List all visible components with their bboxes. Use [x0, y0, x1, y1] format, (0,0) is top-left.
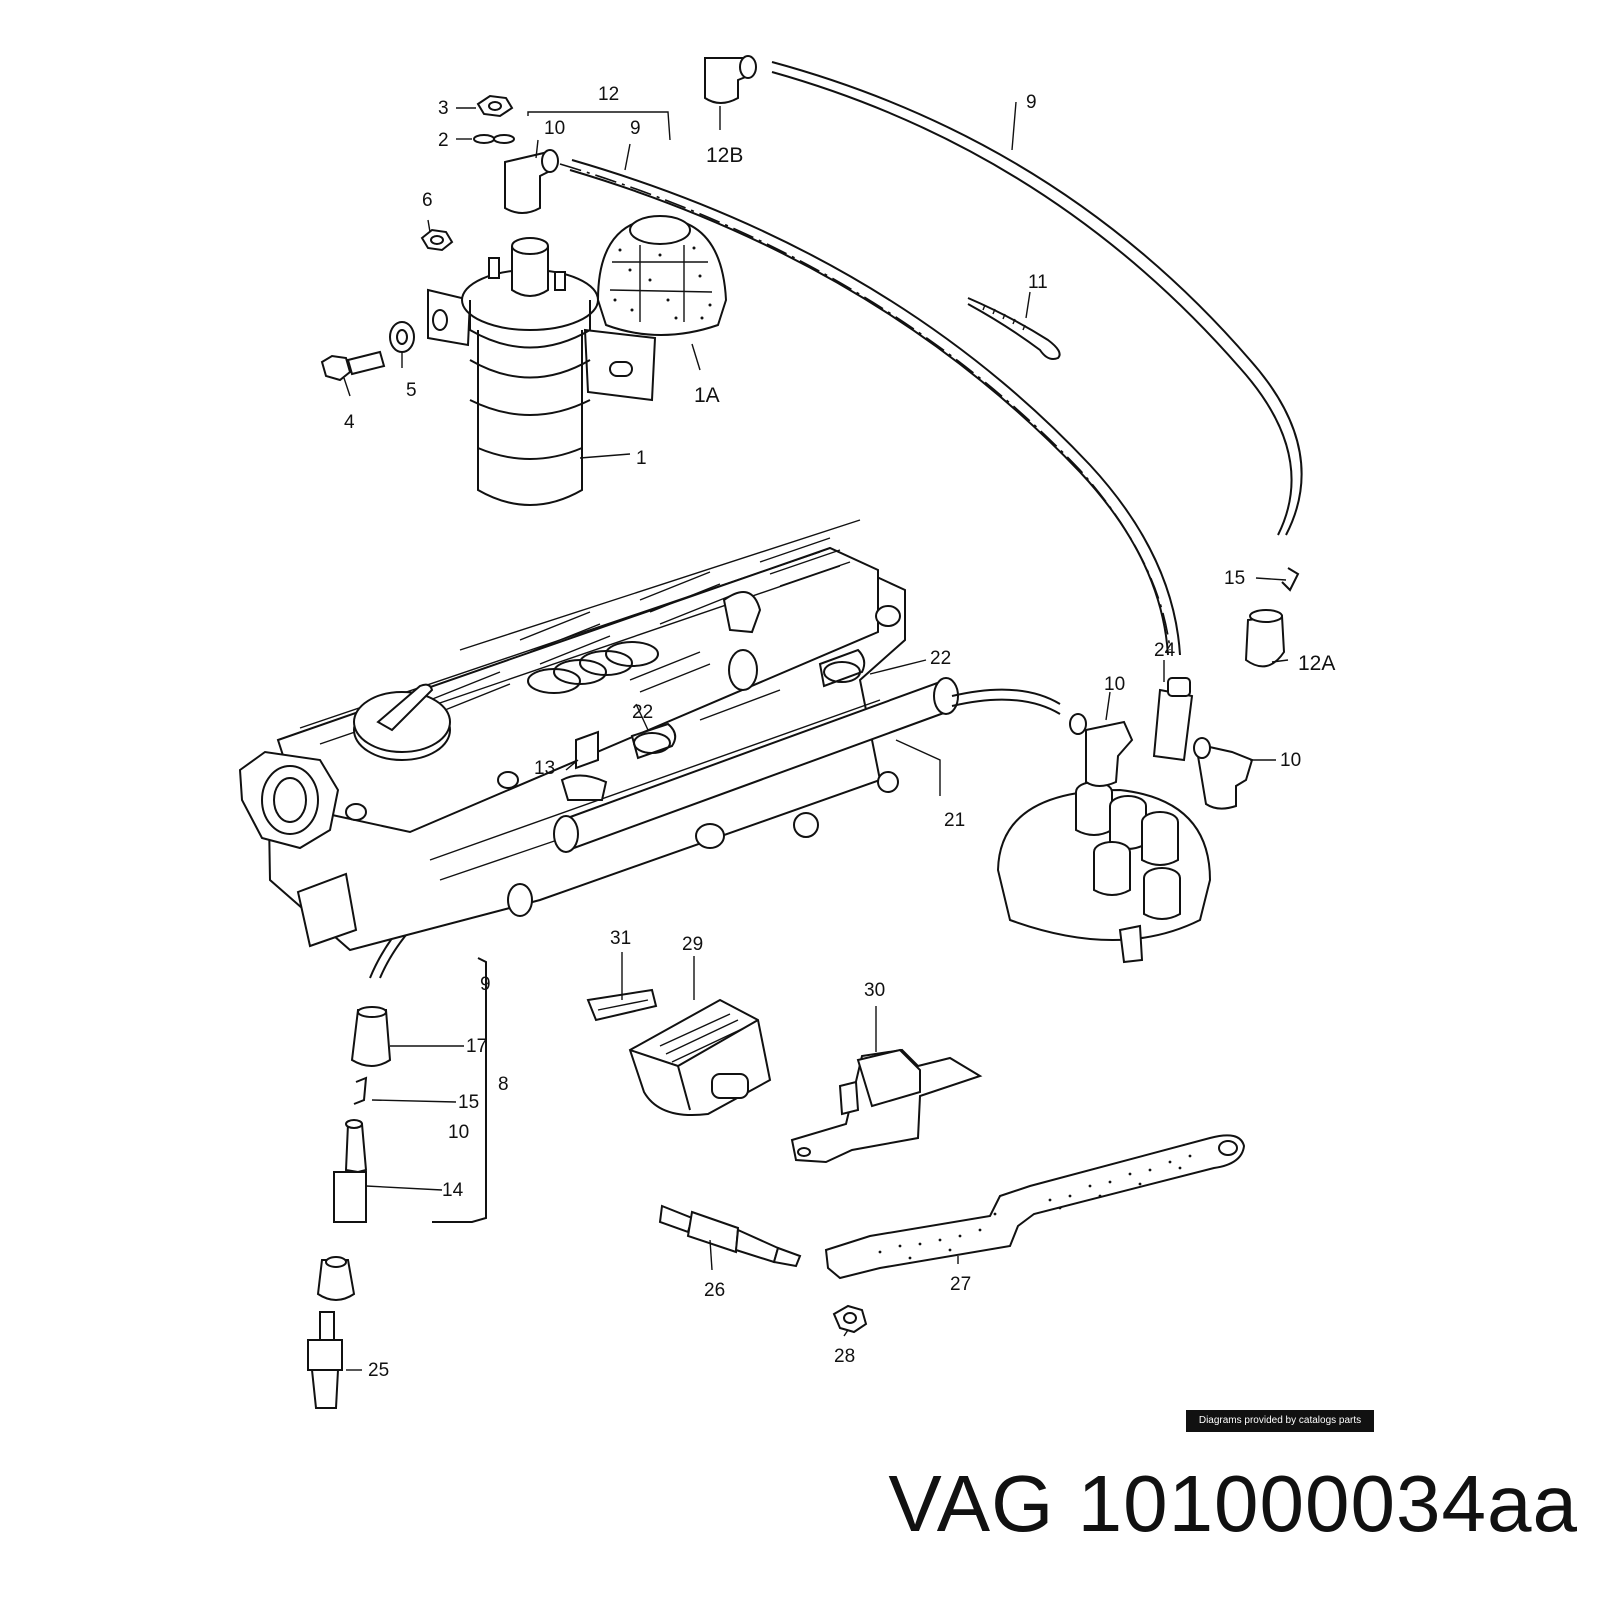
cable-holder-22-upper: [818, 648, 866, 688]
callout-10-low: 10: [448, 1122, 469, 1143]
distributor-cap: [996, 781, 1212, 964]
plug-connector-10-right: [1193, 737, 1254, 810]
cable-holder-22-lower: [630, 722, 677, 760]
callout-30: 30: [864, 980, 885, 1001]
cable-holder-13: [560, 730, 608, 801]
callout-8: 8: [498, 1074, 509, 1095]
spark-plug-25: [307, 1311, 343, 1409]
hex-nut-3: [476, 94, 514, 118]
callout-1: 1: [636, 448, 647, 469]
callouts: 1 1A 2 3 4 5 6 8 9 9 9 10 10 10 10 11 12…: [344, 84, 1335, 1381]
callout-25: 25: [368, 1360, 389, 1381]
callout-3: 3: [438, 98, 449, 119]
callout-9-low: 9: [480, 974, 491, 995]
callout-31: 31: [610, 928, 631, 949]
connector-24: [1152, 677, 1194, 762]
clip-15-low: [353, 1076, 368, 1105]
relay-30: [790, 1048, 983, 1164]
coil-cover: [596, 215, 728, 336]
callout-12: 12: [598, 84, 619, 105]
plug-connector-14: [333, 1119, 368, 1223]
callout-14: 14: [442, 1180, 464, 1201]
bolt-4: [320, 350, 386, 382]
spark-plug-cap: [316, 1256, 356, 1301]
callout-10-right: 10: [1280, 750, 1301, 771]
callout-24: 24: [1154, 640, 1176, 661]
diagram-credit-badge: Diagrams provided by catalogs parts: [1186, 1410, 1374, 1432]
camshaft-bearing: [238, 750, 340, 850]
callout-9-top: 9: [1026, 92, 1037, 113]
plug-connector-10-top: [504, 149, 559, 214]
washer-2: [473, 134, 515, 144]
callout-10-top: 10: [544, 118, 565, 139]
callout-9-mid: 9: [630, 118, 641, 139]
hex-nut-28: [832, 1304, 868, 1334]
four-rings-logo: [527, 641, 659, 694]
glow-plug-26: [658, 1204, 802, 1268]
callout-5: 5: [406, 380, 417, 401]
callout-11: 11: [1028, 272, 1048, 293]
callout-17: 17: [466, 1036, 487, 1057]
cable-rail-21: [553, 677, 1061, 853]
callout-10-mid: 10: [1104, 674, 1125, 695]
callout-6: 6: [422, 190, 433, 211]
washer-5: [389, 321, 415, 353]
callout-12A: 12A: [1298, 652, 1335, 675]
plug-connector-10-mid: [1069, 713, 1134, 787]
callout-1A: 1A: [694, 384, 720, 407]
callout-22-a: 22: [930, 648, 951, 669]
cable-tie-11: [967, 297, 1061, 360]
callout-29: 29: [682, 934, 703, 955]
callout-4: 4: [344, 412, 355, 433]
ignition-coil: [427, 237, 657, 506]
ignition-cable-9-long: [771, 61, 1303, 536]
callout-15-right: 15: [1224, 568, 1245, 589]
callout-15-low: 15: [458, 1092, 479, 1113]
connector-12A: [1244, 609, 1286, 668]
clip-15-right: [1281, 567, 1300, 592]
leader-lines: [343, 101, 1289, 1371]
ignition-cable-9-mid: [559, 159, 1181, 656]
callout-21: 21: [944, 810, 965, 831]
control-unit-29: [628, 998, 772, 1116]
callout-13: 13: [534, 758, 555, 779]
suppressor-17: [350, 1006, 392, 1067]
callout-12B: 12B: [706, 144, 743, 167]
callout-22-b: 22: [632, 702, 653, 723]
part-number-title: VAG 101000034aa: [888, 1459, 1578, 1548]
callout-26: 26: [704, 1280, 725, 1301]
oil-filler-cap: [353, 683, 451, 761]
plug-connector-12B: [704, 55, 757, 104]
callout-27: 27: [950, 1274, 971, 1295]
bracket-8: [432, 957, 487, 1223]
mounting-plate-31: [586, 988, 658, 1022]
callout-28: 28: [834, 1346, 855, 1367]
ground-strap-27: [824, 1134, 1246, 1280]
hex-nut-6: [420, 228, 454, 252]
callout-2: 2: [438, 130, 449, 151]
